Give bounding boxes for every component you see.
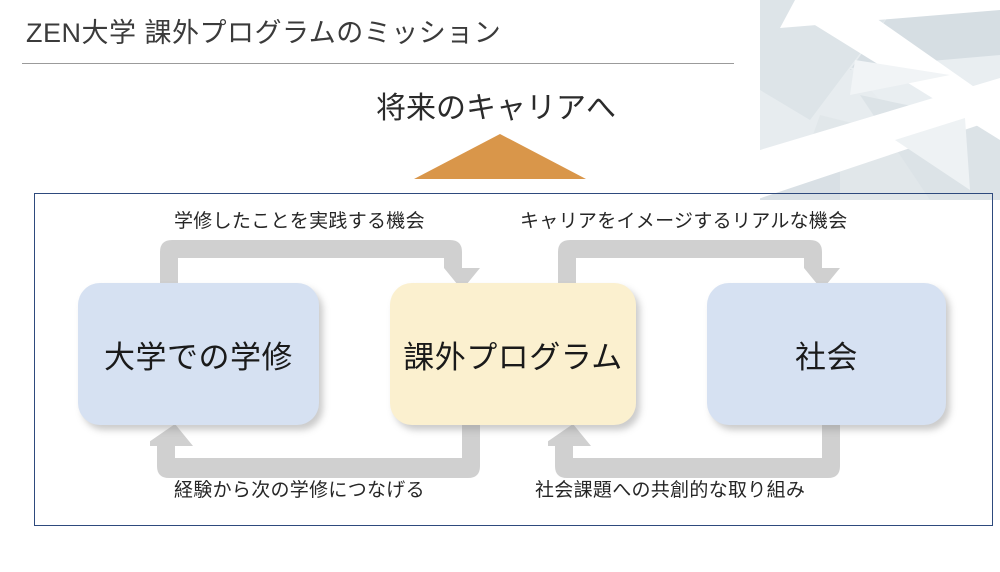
process-box-society-label: 社会: [795, 339, 858, 375]
headline-label: 将来のキャリアへ: [376, 92, 616, 125]
connector-label-bottom-left: 経験から次の学修につなげる: [174, 480, 425, 501]
diagram-frame: [34, 193, 993, 526]
process-box-program[interactable]: 課外プログラム: [390, 283, 636, 425]
title-divider: [22, 63, 734, 64]
process-box-society[interactable]: 社会: [707, 283, 946, 425]
page-title: ZEN大学 課外プログラムのミッション: [26, 18, 502, 48]
process-box-university-label: 大学での学修: [104, 339, 293, 375]
connector-label-top-right: キャリアをイメージするリアルな機会: [520, 211, 848, 232]
up-triangle-icon: [414, 134, 586, 179]
headline-text: 将来のキャリアへ: [0, 90, 1000, 128]
process-box-university[interactable]: 大学での学修: [78, 283, 319, 425]
connector-label-bottom-right: 社会課題への共創的な取り組み: [535, 480, 806, 501]
process-box-program-label: 課外プログラム: [403, 339, 623, 375]
connector-label-top-left: 学修したことを実践する機会: [174, 211, 425, 232]
